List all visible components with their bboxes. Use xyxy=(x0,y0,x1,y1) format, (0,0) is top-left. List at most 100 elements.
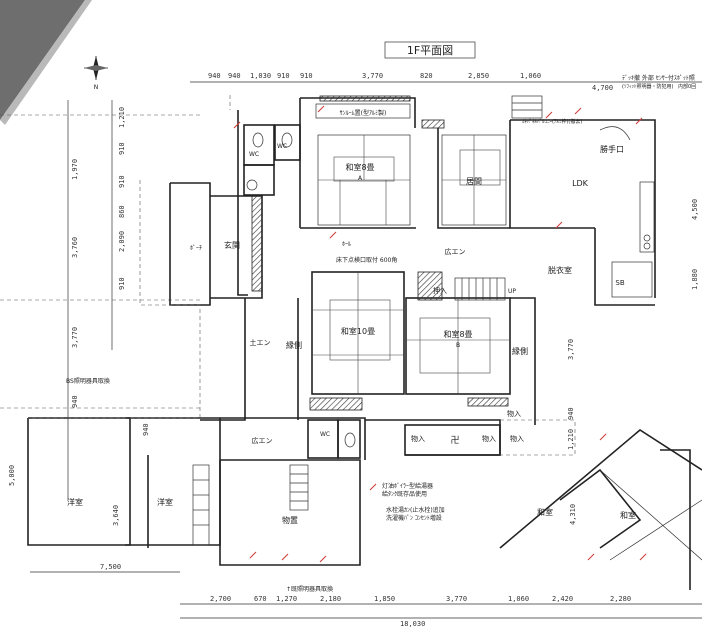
room-up: UP xyxy=(508,288,516,295)
dim-top-1: 940 xyxy=(208,72,221,80)
note-water-heater-2: 給ﾀﾝｸ既存品使用 xyxy=(382,490,427,498)
top-note: ﾃﾞｯｷ撤 外部 ｾﾝｻｰ付ｽﾎﾟｯﾄ照 xyxy=(622,74,695,82)
note-light-left: BS照明器具取換 xyxy=(66,377,110,385)
room-engawa-left: 縁側 xyxy=(286,340,302,350)
room-washitsu-r1: 和室 xyxy=(537,507,553,517)
dim-left-1: 1,210 xyxy=(118,107,126,128)
room-monoire-1: 物入 xyxy=(507,409,521,418)
dim-bottom-8: 1,060 xyxy=(508,595,529,603)
dim-bottom-4: 1,270 xyxy=(276,595,297,603)
room-wc-2: WC xyxy=(277,143,287,150)
stairs-lower xyxy=(192,464,309,546)
top-note-sub: (ｿﾌｨｯﾄ照明器・防犯用) xyxy=(622,83,673,90)
north-arrow-icon: N xyxy=(84,56,108,91)
dim-left-5: 860 xyxy=(118,205,126,218)
plan-title: 1F平面図 xyxy=(407,44,453,57)
dim-left-11: 5,000 xyxy=(8,465,16,486)
room-ldk: LDK xyxy=(572,179,589,188)
dim-bottom-6: 1,850 xyxy=(374,595,395,603)
dim-bottom-9: 2,420 xyxy=(552,595,573,603)
title-box xyxy=(384,41,476,59)
room-yoshitsu-1: 洋室 xyxy=(67,497,83,507)
note-water-heater: 灯油ﾎﾞｲﾗｰ型給湯器 xyxy=(382,482,433,490)
kitchen-fixtures xyxy=(599,126,655,298)
dim-top-5: 910 xyxy=(300,72,313,80)
room-washitsu-r2: 和室 xyxy=(620,510,636,520)
room-oshiire: 押入 xyxy=(433,286,447,295)
room-monoire-2: 物入 xyxy=(411,434,425,443)
dim-top-6: 3,770 xyxy=(362,72,383,80)
dim-right-5: 940 xyxy=(567,407,575,420)
room-hiroen-lower: 広エン xyxy=(252,436,273,445)
note-light-bottom: ↑既照明器具取換 xyxy=(286,585,333,593)
note-floor-hatch: 床下点検口取付 600角 xyxy=(336,256,397,264)
note-outlet-2: 洗濯機ﾊﾟﾝ ｺﾝｾﾝﾄ増設 xyxy=(386,514,442,522)
dim-bottom-7: 3,770 xyxy=(446,595,467,603)
note-balcony: ｶﾈﾊﾟﾈﾙﾊﾞﾙｺﾆｰ(ｱﾙﾐ枠)(撤去) xyxy=(522,118,582,125)
dim-right-4: 1,210 xyxy=(567,429,575,450)
room-monoire-3: 物入 xyxy=(482,434,496,443)
room-wc-3: WC xyxy=(320,431,330,438)
room-katteguchi: 勝手口 xyxy=(600,144,624,154)
red-markings xyxy=(233,105,647,563)
dim-right-2: 4,500 xyxy=(691,199,699,220)
room-wc-1: WC xyxy=(249,151,259,158)
dim-bottom-1: 7,500 xyxy=(100,563,121,571)
room-engawa-right: 縁側 xyxy=(512,346,528,356)
room-genkan: 玄関 xyxy=(224,240,240,250)
hatched-elements xyxy=(251,95,509,411)
room-doen: 土エン xyxy=(250,338,271,347)
room-yoshitsu-2: 洋室 xyxy=(157,497,173,507)
dim-top-4: 910 xyxy=(277,72,290,80)
room-labels: 和室8畳 A 居間 LDK 勝手口 玄関 ﾎﾟｰﾁ ﾎｰﾙ 広エン 土エン 縁側… xyxy=(67,143,636,525)
room-washitsu-10: 和室10畳 xyxy=(341,326,375,336)
room-washitsu-8a: 和室8畳 xyxy=(345,162,374,172)
dimension-left-labels: 1,210 910 1,970 910 860 3,760 2,090 910 … xyxy=(8,107,126,486)
room-kura: 卍 xyxy=(450,435,459,446)
stairs-main xyxy=(454,277,506,301)
dimension-bottom-labels: 7,500 2,700 670 1,270 2,180 1,850 3,770 … xyxy=(100,563,631,628)
dim-mid-2: 940 xyxy=(142,423,150,436)
dim-bottom-5: 2,180 xyxy=(320,595,341,603)
dim-right-3: 3,770 xyxy=(567,339,575,360)
annotations: ｻﾝﾙｰﾑ置(型ｱﾙﾐ製) ｶﾈﾊﾟﾈﾙﾊﾞﾙｺﾆｰ(ｱﾙﾐ枠)(撤去) 床下点… xyxy=(66,103,582,593)
dim-left-7: 2,090 xyxy=(118,231,126,252)
dim-bottom-10: 2,280 xyxy=(610,595,631,603)
room-monoire-4: 物入 xyxy=(510,434,524,443)
dim-top-9: 1,060 xyxy=(520,72,541,80)
dim-top-8: 2,850 xyxy=(468,72,489,80)
dimension-lines xyxy=(0,81,702,619)
room-porch: ﾎﾟｰﾁ xyxy=(190,245,202,252)
outline-dashed xyxy=(28,95,576,456)
dim-left-9: 3,770 xyxy=(71,327,79,348)
dimension-top-labels: 940 940 1,030 910 910 3,770 820 2,850 1,… xyxy=(208,72,613,92)
dim-bottom-11: 18,030 xyxy=(400,620,425,628)
room-datsui: 脱衣室 xyxy=(548,265,572,275)
dim-top-2: 940 xyxy=(228,72,241,80)
top-note-sub2: 内部0回 xyxy=(678,83,696,90)
tatami-mats xyxy=(312,134,510,394)
room-ima: 居間 xyxy=(466,177,482,186)
note-sunroom: ｻﾝﾙｰﾑ置(型ｱﾙﾐ製) xyxy=(340,109,387,117)
room-washitsu-8a-sub: A xyxy=(358,175,363,182)
note-outlet: 水栓湯ｶﾝ(止水栓)追加 xyxy=(386,506,445,514)
dim-left-8: 910 xyxy=(118,277,126,290)
room-sb: SB xyxy=(615,279,624,287)
dim-top-7: 820 xyxy=(420,72,433,80)
room-hiroen: 広エン xyxy=(445,247,466,256)
dim-top-3: 1,030 xyxy=(250,72,271,80)
dim-right-1: 1,880 xyxy=(691,269,699,290)
dim-left-3: 1,970 xyxy=(71,159,79,180)
lower-right-wing xyxy=(499,429,702,590)
dim-left-6: 3,760 xyxy=(71,237,79,258)
dim-top-10: 4,700 xyxy=(592,84,613,92)
dim-right-6: 4,310 xyxy=(569,504,577,525)
dim-bottom-3: 670 xyxy=(254,595,267,603)
toilet-fixtures xyxy=(246,132,356,448)
scan-shadow-edge xyxy=(0,0,92,125)
dim-left-10: 940 xyxy=(71,395,79,408)
dimension-right-labels: 1,880 4,500 3,770 1,210 940 4,310 3,640 … xyxy=(112,199,699,526)
room-washitsu-8b-sub: B xyxy=(456,342,460,349)
room-hall: ﾎｰﾙ xyxy=(342,241,351,248)
